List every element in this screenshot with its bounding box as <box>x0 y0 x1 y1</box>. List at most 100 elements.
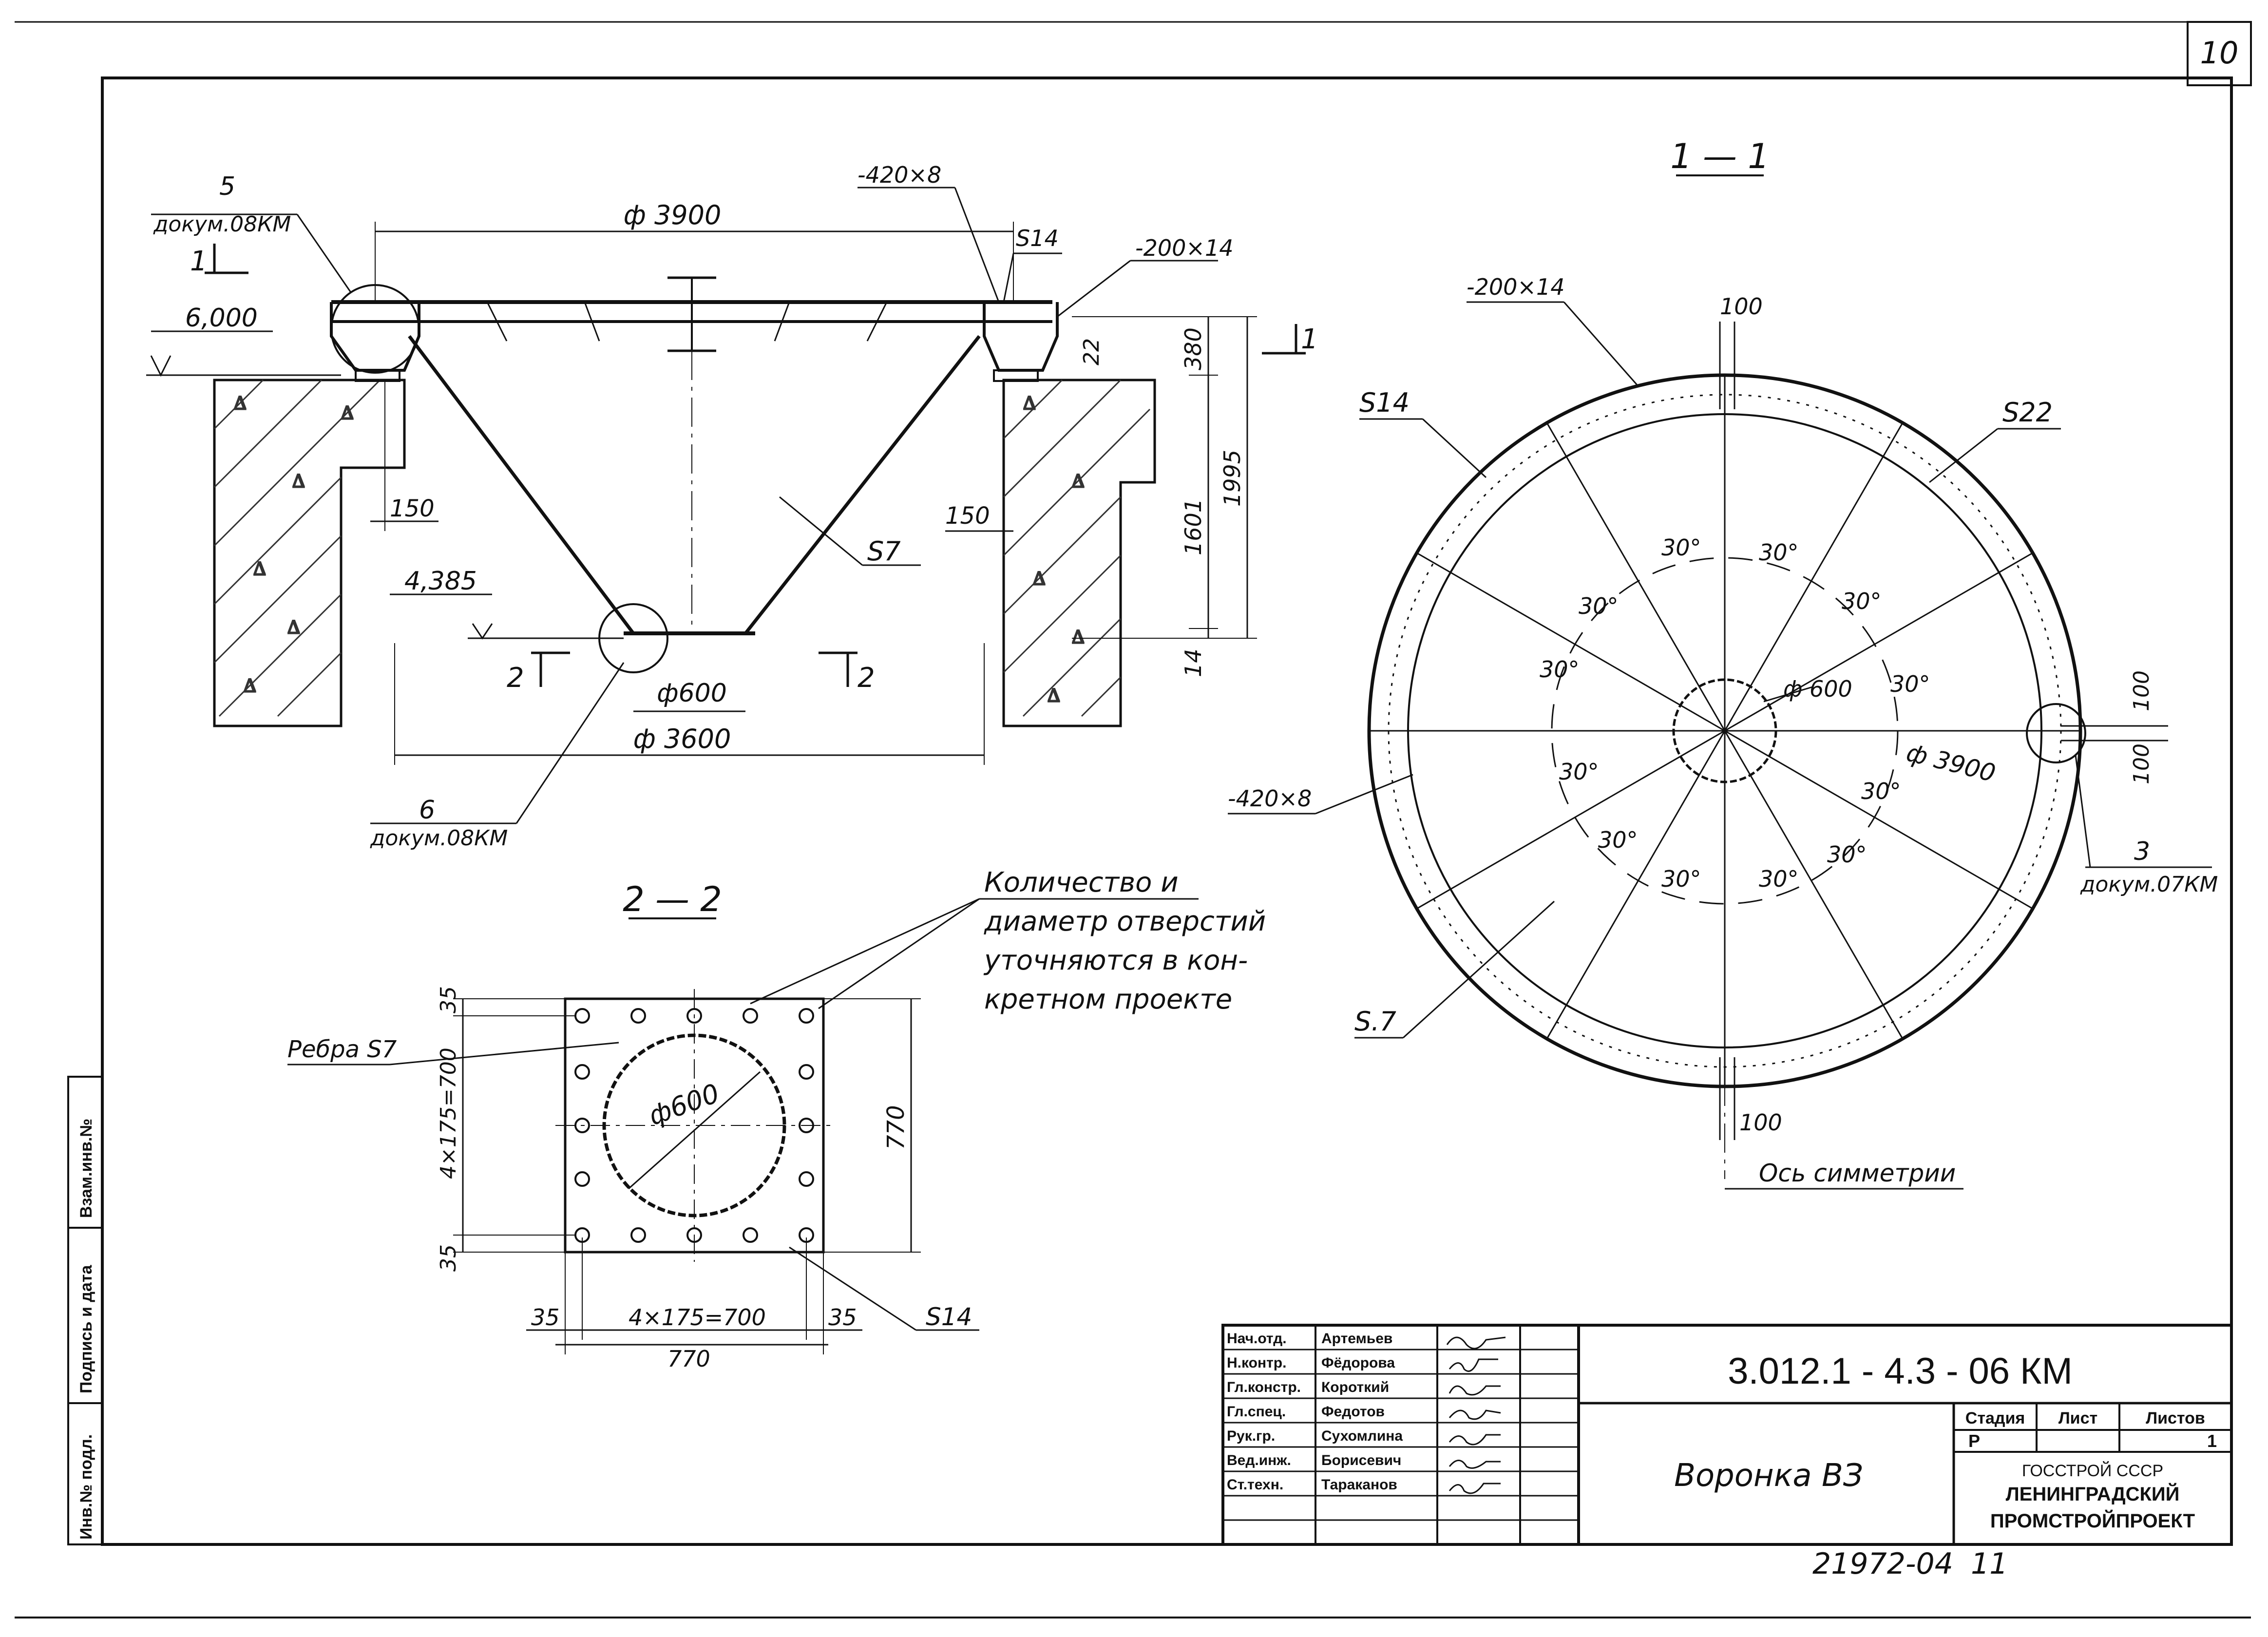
cut-mark-2-right: 2 <box>819 651 875 694</box>
plan-dim-100-bottom: 100 <box>1719 1057 1782 1140</box>
svg-text:Артемьев: Артемьев <box>1321 1331 1392 1347</box>
svg-text:30°: 30° <box>1842 588 1882 614</box>
label-plate-420-top: -420×8 <box>858 162 1000 303</box>
svg-text:30°: 30° <box>1661 534 1701 561</box>
angle-labels: 30° 30° 30° 30° 30° 30° 30° 30° 30° 30° … <box>1540 534 1930 892</box>
org-line-3: ПРОМСТРОЙПРОЕКТ <box>1990 1509 2195 1532</box>
label-s14-top: S14 <box>1003 225 1062 303</box>
svg-text:30°: 30° <box>1759 539 1799 566</box>
svg-text:150: 150 <box>945 502 990 530</box>
cut-mark-1-left: 1 <box>190 244 248 277</box>
svg-text:3: 3 <box>2134 837 2150 866</box>
symmetry-axis-label: Ось симметрии <box>1725 1159 1963 1190</box>
svg-text:150: 150 <box>390 495 435 522</box>
svg-text:100: 100 <box>1720 293 1763 320</box>
sheets-value: 1 <box>2207 1431 2217 1451</box>
dim-2-2-vertical-right: 770 <box>823 998 921 1253</box>
side-stamp: Инв.№ подл. Подпись и дата Взам.инв.№ <box>67 1076 103 1545</box>
svg-text:кретном проекте: кретном проекте <box>984 984 1232 1015</box>
concrete-wall-right: ΔΔ ΔΔ Δ <box>1002 379 1156 727</box>
svg-text:Фёдорова: Фёдорова <box>1321 1355 1395 1371</box>
svg-text:Δ: Δ <box>244 674 256 696</box>
svg-text:S7: S7 <box>867 536 901 567</box>
svg-text:1995: 1995 <box>1219 450 1245 507</box>
stamp-podpis-data: Подпись и дата <box>77 1264 95 1393</box>
svg-text:4×175=700: 4×175=700 <box>629 1304 766 1331</box>
dim-150-right: 150 <box>945 502 1013 532</box>
svg-text:Борисевич: Борисевич <box>1321 1452 1401 1468</box>
svg-text:Δ: Δ <box>1072 470 1085 492</box>
svg-text:30°: 30° <box>1661 866 1701 892</box>
svg-text:30°: 30° <box>1598 827 1638 853</box>
plan-label-s7: S.7 <box>1354 900 1555 1039</box>
cut-mark-1-right: 1 <box>1262 324 1318 355</box>
stamp-inv-podl: Инв.№ подл. <box>77 1434 95 1540</box>
funnel-side-left <box>408 335 635 635</box>
svg-text:Гл.констр.: Гл.констр. <box>1227 1379 1301 1395</box>
svg-text:6,000: 6,000 <box>185 304 258 333</box>
dim-diam-bottom: ф 3600 <box>394 643 985 765</box>
svg-text:Ст.техн.: Ст.техн. <box>1227 1477 1283 1493</box>
top-ring-beam <box>331 276 1052 352</box>
elevation-bottom: 4,385 <box>390 567 624 640</box>
svg-text:ф 3600: ф 3600 <box>633 723 731 754</box>
plan-dim-100-right: 100 100 <box>2061 670 2168 784</box>
svg-text:30°: 30° <box>1579 593 1619 619</box>
org-line-1: ГОССТРОЙ СССР <box>2022 1462 2163 1480</box>
stage-value: Р <box>1968 1431 1980 1451</box>
svg-text:6: 6 <box>419 796 435 825</box>
svg-text:100: 100 <box>2129 670 2154 711</box>
svg-text:-420×8: -420×8 <box>858 162 941 188</box>
svg-text:1: 1 <box>1301 324 1318 355</box>
ref-5-leader: 5 докум.08КМ <box>151 172 352 293</box>
svg-text:диаметр отверстий: диаметр отверстий <box>984 906 1266 937</box>
org-line-2: ЛЕНИНГРАДСКИЙ <box>2006 1483 2180 1505</box>
svg-text:Н.контр.: Н.контр. <box>1227 1355 1286 1371</box>
svg-text:4,385: 4,385 <box>404 567 477 596</box>
svg-text:ф600: ф600 <box>657 679 727 708</box>
svg-text:S14: S14 <box>926 1303 972 1331</box>
svg-text:35: 35 <box>531 1304 560 1331</box>
svg-text:30°: 30° <box>1759 866 1799 892</box>
svg-text:30°: 30° <box>1540 656 1580 683</box>
plan-label-plate-420: -420×8 <box>1228 774 1413 815</box>
archive-sheet: 11 <box>1971 1547 2008 1581</box>
section-2-2: 2 — 2 35 4×175=700 35 770 <box>287 867 1266 1372</box>
svg-text:-420×8: -420×8 <box>1228 785 1312 812</box>
sheet-frame: 10 <box>15 21 2252 1618</box>
plan-label-s14: S14 <box>1359 387 1487 478</box>
doc-code: 3.012.1 - 4.3 - 06 КМ <box>1728 1351 2073 1392</box>
svg-text:5: 5 <box>219 172 235 201</box>
svg-text:2: 2 <box>507 662 524 694</box>
svg-text:Рук.гр.: Рук.гр. <box>1227 1428 1275 1444</box>
svg-text:Короткий: Короткий <box>1321 1379 1389 1395</box>
svg-text:Δ: Δ <box>234 392 247 414</box>
svg-text:Δ: Δ <box>1033 567 1046 589</box>
svg-text:4×175=700: 4×175=700 <box>436 1047 461 1179</box>
svg-text:Δ: Δ <box>1072 626 1085 647</box>
label-s7-elev: S7 <box>779 496 921 567</box>
svg-text:-200×14: -200×14 <box>1467 274 1564 300</box>
svg-text:S14: S14 <box>1359 387 1410 418</box>
signatures <box>1446 1336 1506 1494</box>
plan-title: 1 — 1 <box>1670 136 1770 176</box>
svg-text:2: 2 <box>858 662 875 694</box>
concrete-wall-left: ΔΔ ΔΔ ΔΔ <box>213 379 406 727</box>
svg-text:Δ: Δ <box>292 470 305 492</box>
svg-text:уточняются в кон-: уточняются в кон- <box>983 945 1248 976</box>
svg-text:14: 14 <box>1180 648 1206 677</box>
svg-text:1: 1 <box>190 246 208 277</box>
ref-6-leader: 6 докум.08КМ <box>370 662 625 851</box>
plan-diam-600: ф 600 <box>1763 676 1852 703</box>
sheets-label: Листов <box>2146 1409 2205 1428</box>
page-number: 10 <box>2200 35 2239 71</box>
svg-text:Δ: Δ <box>253 557 266 579</box>
support-right <box>983 302 1059 372</box>
svg-text:Тараканов: Тараканов <box>1321 1477 1397 1493</box>
svg-text:докум.08КМ: докум.08КМ <box>370 826 508 851</box>
svg-text:Ось симметрии: Ось симметрии <box>1759 1159 1956 1187</box>
svg-text:35: 35 <box>436 1244 461 1272</box>
svg-text:S22: S22 <box>2002 397 2053 428</box>
plan-label-plate-200: -200×14 <box>1467 274 1638 385</box>
section-2-2-title: 2 — 2 <box>623 879 722 919</box>
